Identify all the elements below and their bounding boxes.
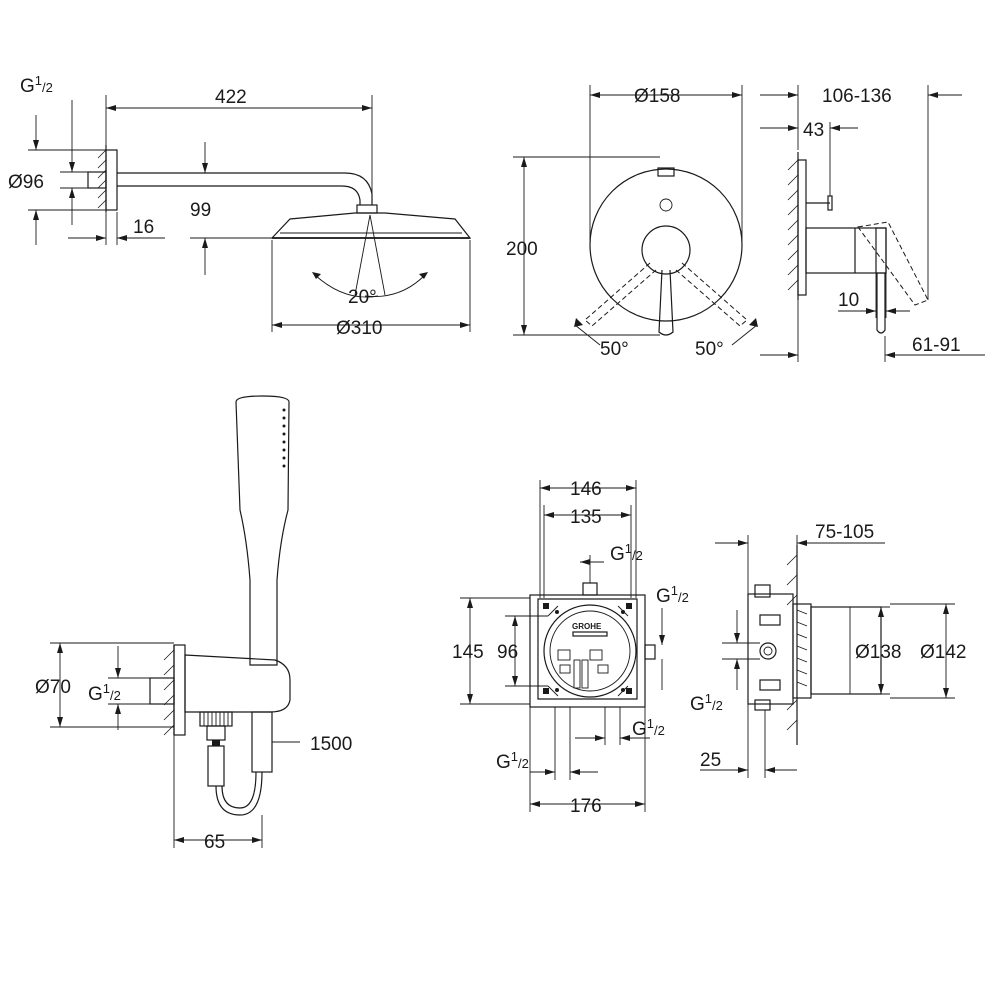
lever-offset-label: 10 xyxy=(838,290,859,311)
head-diameter-label: Ø310 xyxy=(336,318,382,339)
outer-diameter-label: Ø142 xyxy=(920,642,966,663)
inner-diameter-label: Ø138 xyxy=(855,642,901,663)
hose-length-label: 1500 xyxy=(310,734,352,755)
rough-base-width-label: 176 xyxy=(570,796,602,817)
rough-thread-bottom-left-label: G1/2 xyxy=(496,749,529,773)
hand-shower-view: Ø70 G1/2 1500 65 xyxy=(35,395,352,853)
rough-width-outer-label: 146 xyxy=(570,479,602,500)
grohe-logo: GROHE xyxy=(572,622,602,631)
rough-thread-top-label: G1/2 xyxy=(610,541,643,565)
install-depth-label: 75-105 xyxy=(815,522,874,543)
depth-label: 43 xyxy=(803,120,824,141)
projection-label: 106-136 xyxy=(822,86,892,107)
wall-offset-label: 16 xyxy=(133,217,154,238)
hand-projection-label: 65 xyxy=(204,832,225,853)
lever-range-label: 61-91 xyxy=(912,335,961,356)
rough-height-outer-label: 145 xyxy=(452,642,484,663)
angle-left-label: 50° xyxy=(600,339,629,360)
rough-height-inner-label: 96 xyxy=(497,642,518,663)
side-thread-label: G1/2 xyxy=(690,691,723,715)
head-thread-label: G1/2 xyxy=(20,73,53,97)
rough-thread-right-label: G1/2 xyxy=(656,583,689,607)
rough-in-front-view: GROHE 146 135 xyxy=(452,479,689,817)
flange-diameter-label: Ø96 xyxy=(8,172,44,193)
arm-length-label: 422 xyxy=(215,87,247,108)
rough-thread-bottom-right-label: G1/2 xyxy=(632,716,665,740)
outlet-diameter-label: Ø70 xyxy=(35,677,71,698)
rough-in-side-view: 75-105 Ø138 Ø142 G1/2 25 xyxy=(690,522,966,778)
plate-height-label: 200 xyxy=(506,239,538,260)
hand-thread-label: G1/2 xyxy=(88,681,121,705)
side-wall-offset-label: 25 xyxy=(700,750,721,771)
plate-diameter-label: Ø158 xyxy=(634,86,680,107)
mixer-side-view: 106-136 43 10 61-91 xyxy=(760,85,985,362)
angle-right-label: 50° xyxy=(695,339,724,360)
head-shower-view: 422 G1/2 Ø96 16 99 20° xyxy=(8,73,472,339)
mixer-front-view: Ø158 200 50° 50° xyxy=(506,85,758,360)
tilt-angle-label: 20° xyxy=(348,287,377,308)
drop-label: 99 xyxy=(190,200,211,221)
rough-width-inner-label: 135 xyxy=(570,507,602,528)
